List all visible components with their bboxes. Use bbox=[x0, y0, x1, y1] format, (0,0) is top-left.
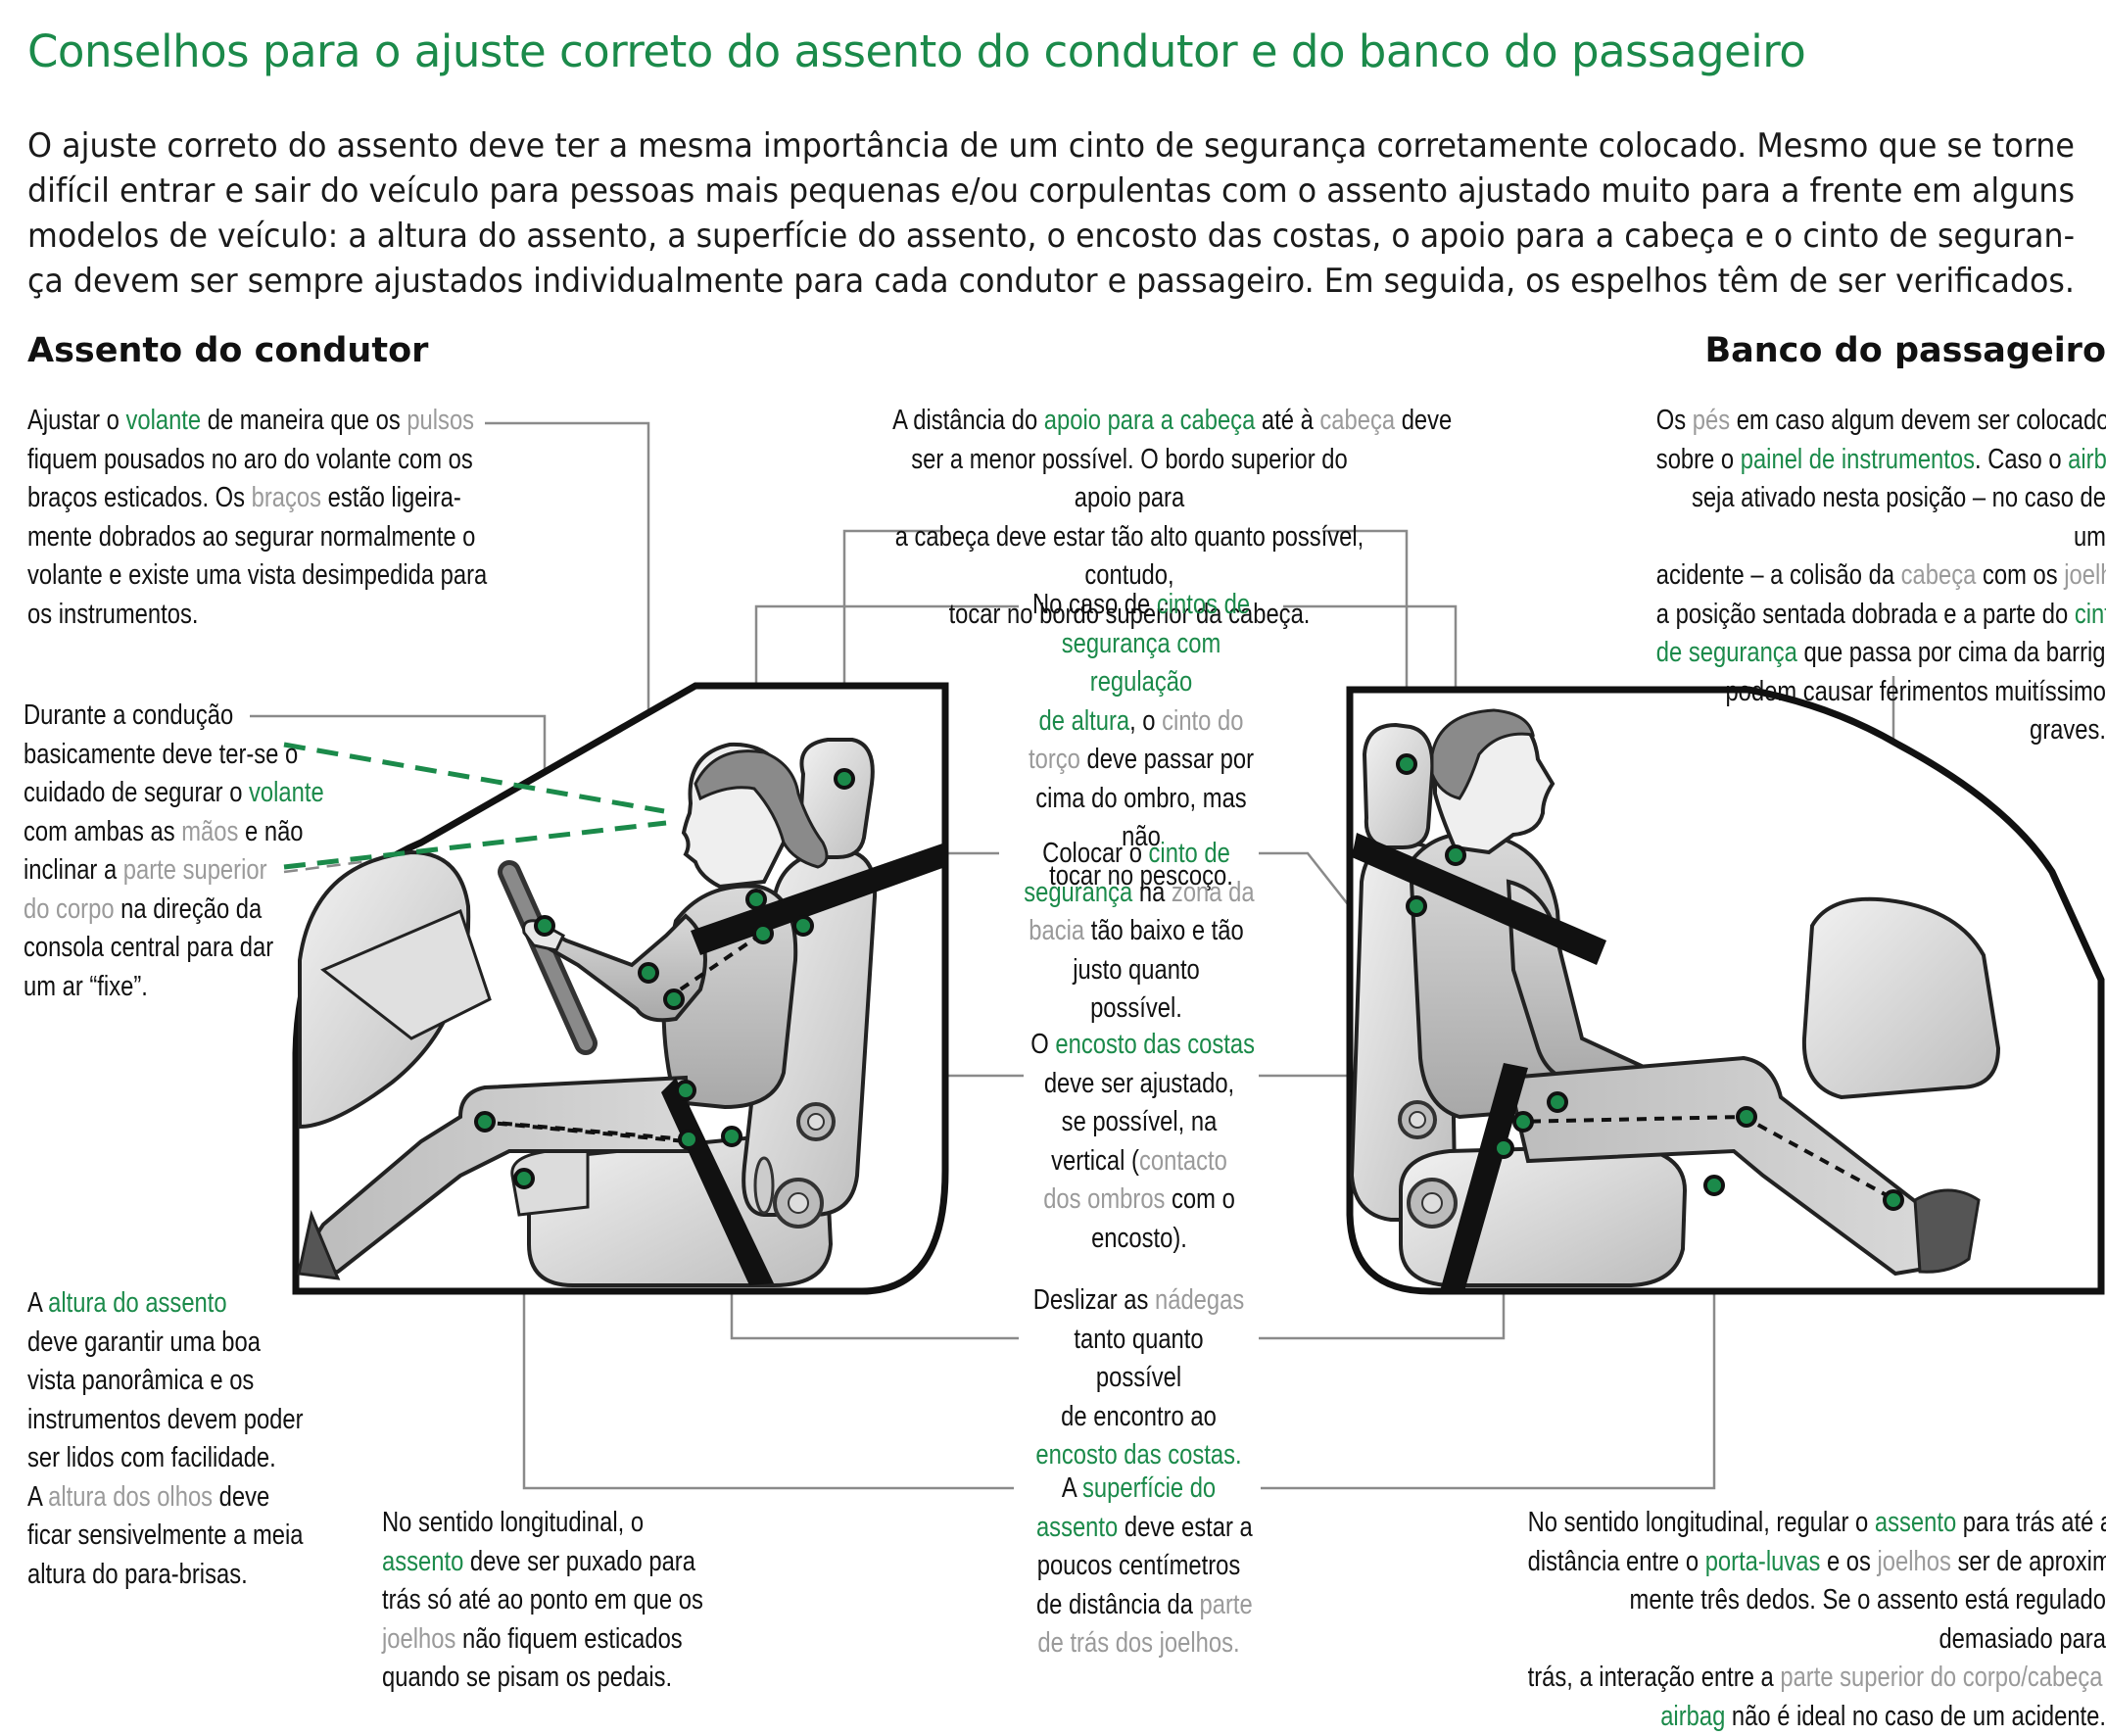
adjustment-points bbox=[474, 753, 1904, 1211]
note-driver-longitudinal: No sentido longitudinal, o assento deve … bbox=[382, 1507, 703, 1693]
intro-line: O ajuste correto do assento deve ter a m… bbox=[27, 126, 2075, 166]
note-driving-posture: Durante a condução basicamente deve ter-… bbox=[24, 699, 324, 1002]
note-seat-height: A altura do assento deve garantir uma bo… bbox=[27, 1287, 304, 1590]
intro-line: modelos de veículo: a altura do assento,… bbox=[27, 217, 2075, 256]
passenger-section-heading: Banco do passageiro bbox=[1704, 331, 2106, 370]
page-title: Conselhos para o ajuste correto do assen… bbox=[27, 25, 1806, 77]
note-seat-surface: A superfície do assento deve estar a pou… bbox=[1035, 1472, 1253, 1659]
note-lap-belt: Colocar o cinto de segurança na zona da … bbox=[1024, 838, 1255, 1024]
note-headrest: A distância do apoio para a cabeça até à… bbox=[892, 405, 1453, 630]
intro-line: difícil entrar e sair do veículo para pe… bbox=[27, 171, 2075, 211]
note-height-adjustable-belt: No caso de cintos de segurança com regul… bbox=[1028, 589, 1255, 892]
note-passenger-longitudinal: No sentido longitudinal, regular o assen… bbox=[1527, 1507, 2106, 1732]
note-backrest: O encosto das costas deve ser ajustado, … bbox=[1030, 1029, 1255, 1254]
passenger-car bbox=[1346, 686, 2105, 1295]
note-steering-wheel: Ajustar o volante de maneira que os puls… bbox=[27, 405, 488, 630]
intro-line: ça devem ser sempre ajustados individual… bbox=[27, 262, 2075, 301]
note-feet-airbag: Os pés em caso algum devem ser colocados… bbox=[1655, 405, 2106, 746]
note-buttocks: Deslizar as nádegas tanto quanto possíve… bbox=[1032, 1284, 1245, 1471]
driver-section-heading: Assento do condutor bbox=[27, 331, 429, 370]
intro-paragraph: O ajuste correto do assento deve ter a m… bbox=[27, 123, 2084, 304]
